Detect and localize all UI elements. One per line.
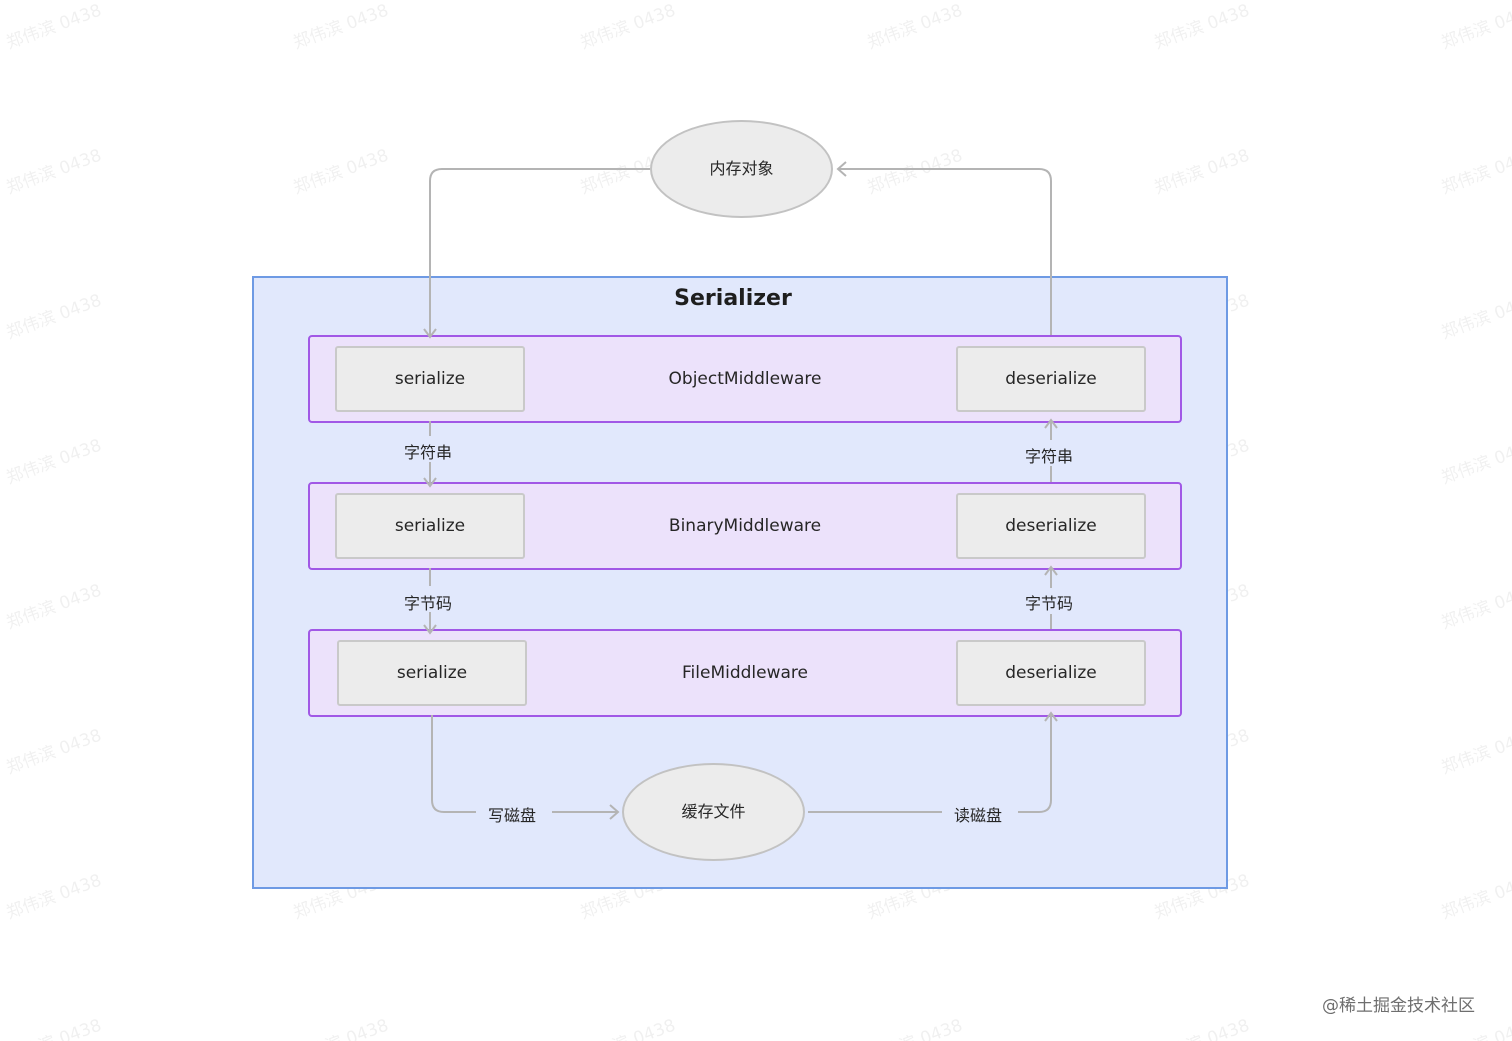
watermark-text: 郑伟滨 0438 <box>3 145 105 199</box>
edge-label-read-disk: 读磁盘 <box>954 806 1003 825</box>
edge-deserialize-to-memory-arrow <box>836 161 847 177</box>
file-serialize-box: serialize <box>337 640 527 706</box>
memory-object-node: 内存对象 <box>650 120 833 218</box>
binary-serialize-box: serialize <box>335 493 525 559</box>
object-middleware-label: ObjectMiddleware <box>668 369 822 389</box>
watermark-text: 郑伟滨 0438 <box>863 1011 966 1041</box>
watermark-text: 郑伟滨 0438 <box>576 1011 679 1041</box>
watermark-text: 郑伟滨 0438 <box>1438 725 1512 779</box>
watermark-text: 郑伟滨 0438 <box>1438 870 1512 924</box>
watermark-text: 郑伟滨 0438 <box>2 1011 105 1041</box>
watermark-text: 郑伟滨 0438 <box>1151 145 1253 199</box>
watermark-text: 郑伟滨 0438 <box>864 0 966 54</box>
cache-file-node: 缓存文件 <box>622 763 805 861</box>
object-serialize-box: serialize <box>335 346 525 412</box>
watermark-text: 郑伟滨 0438 <box>1438 0 1512 54</box>
watermark-text: 郑伟滨 0438 <box>577 0 679 54</box>
watermark-text: 郑伟滨 0438 <box>3 580 105 634</box>
watermark-text: 郑伟滨 0438 <box>1438 290 1512 344</box>
edge-label-bytecode-right: 字节码 <box>1025 594 1074 613</box>
file-middleware-label: FileMiddleware <box>682 663 808 683</box>
watermark-text: 郑伟滨 0438 <box>1438 435 1512 489</box>
watermark-text: 郑伟滨 0438 <box>3 0 105 54</box>
watermark-text: 郑伟滨 0438 <box>864 145 966 199</box>
watermark-text: 郑伟滨 0438 <box>1438 145 1512 199</box>
edge-label-bytecode-left: 字节码 <box>404 594 453 613</box>
watermark-text: 郑伟滨 0438 <box>1438 580 1512 634</box>
edge-label-string-right: 字符串 <box>1025 447 1074 466</box>
binary-deserialize-box: deserialize <box>956 493 1146 559</box>
serializer-title: Serializer <box>674 286 792 311</box>
watermark-text: 郑伟滨 0438 <box>3 725 105 779</box>
edge-label-string-left: 字符串 <box>404 443 453 462</box>
binary-middleware-label: BinaryMiddleware <box>668 516 822 536</box>
watermark-text: 郑伟滨 0438 <box>1150 1011 1253 1041</box>
watermark-text: 郑伟滨 0438 <box>3 870 105 924</box>
object-deserialize-box: deserialize <box>956 346 1146 412</box>
credit-text: @稀土掘金技术社区 <box>1322 996 1475 1016</box>
watermark-text: 郑伟滨 0438 <box>1151 0 1253 54</box>
watermark-text: 郑伟滨 0438 <box>3 435 105 489</box>
watermark-text: 郑伟滨 0438 <box>289 1011 392 1041</box>
file-deserialize-box: deserialize <box>956 640 1146 706</box>
watermark-text: 郑伟滨 0438 <box>290 0 392 54</box>
watermark-text: 郑伟滨 0438 <box>3 290 105 344</box>
edge-label-write-disk: 写磁盘 <box>488 806 537 825</box>
watermark-text: 郑伟滨 0438 <box>290 145 392 199</box>
